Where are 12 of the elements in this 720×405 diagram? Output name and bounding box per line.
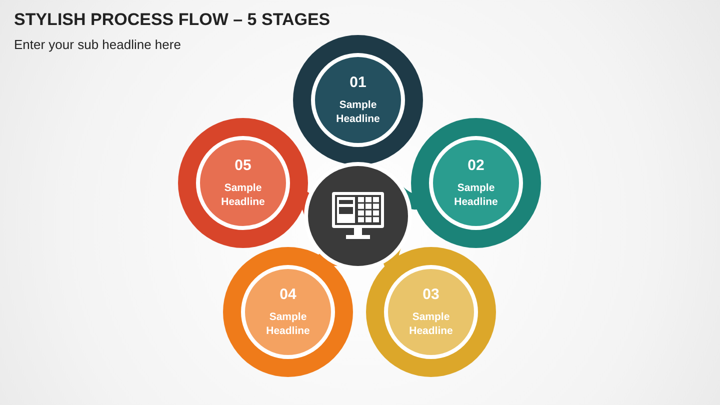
stage-number: 05 (234, 157, 252, 175)
subtitle: Enter your sub headline here (14, 37, 181, 52)
stage-headline: Sample Headline (408, 310, 454, 338)
stage-number: 03 (422, 286, 440, 304)
stage-number: 02 (468, 157, 484, 175)
stage-headline: Sample Headline (453, 181, 499, 209)
stage-headline: Sample Headline (335, 98, 381, 126)
stage-number: 01 (350, 74, 366, 92)
stage-headline: Sample Headline (265, 310, 311, 338)
stage-number: 04 (280, 286, 296, 304)
title: STYLISH PROCESS FLOW – 5 STAGES (14, 10, 330, 30)
stage-headline: Sample Headline (220, 181, 266, 209)
